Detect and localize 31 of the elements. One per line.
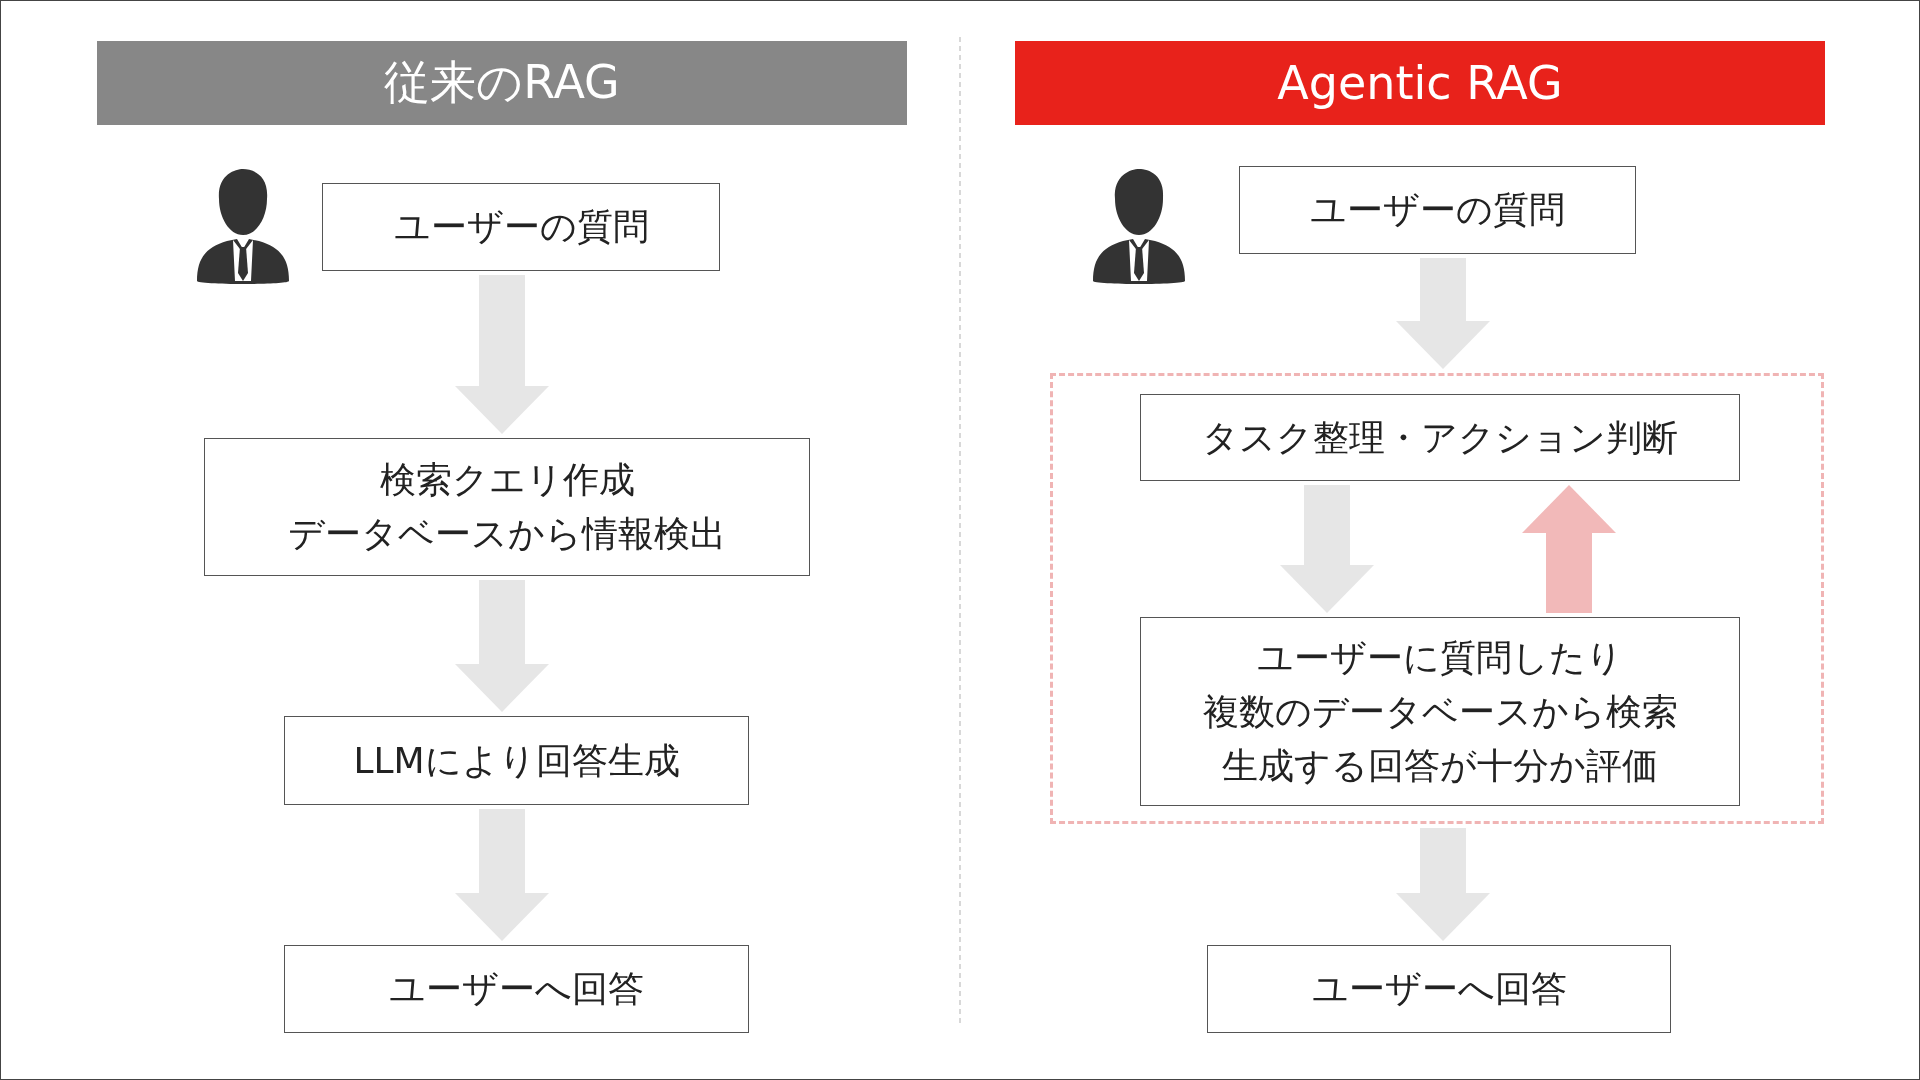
step-label: 生成する回答が十分か評価	[1222, 743, 1658, 788]
header-title: Agentic RAG	[1277, 56, 1563, 110]
step-label: ユーザーの質問	[393, 205, 649, 249]
dashed-group-box	[1050, 373, 1824, 824]
header-title: 従来のRAG	[384, 54, 620, 111]
block-arrow	[1396, 258, 1490, 369]
block-arrow	[455, 809, 549, 941]
block-arrow	[1522, 485, 1616, 613]
process-box	[1140, 617, 1740, 806]
step-label: タスク整理・アクション判断	[1202, 415, 1678, 460]
step-label: ユーザーへ回答	[1311, 967, 1567, 1011]
process-box	[1239, 166, 1636, 254]
header-band	[97, 41, 907, 125]
block-arrow	[1396, 828, 1490, 941]
block-arrow	[455, 580, 549, 712]
process-box	[322, 183, 720, 271]
block-arrow	[1280, 485, 1374, 613]
process-box	[284, 716, 749, 805]
step-label: ユーザーに質問したり	[1257, 635, 1623, 680]
process-box	[204, 438, 810, 576]
step-label: ユーザーへ回答	[389, 967, 644, 1011]
block-arrow	[455, 275, 549, 434]
header-band	[1015, 41, 1825, 125]
step-label: 複数のデータベースから検索	[1202, 689, 1678, 734]
process-box	[284, 945, 749, 1033]
step-label: LLMにより回答生成	[353, 738, 680, 783]
process-box	[1140, 394, 1740, 481]
process-box	[1207, 945, 1671, 1033]
step-label: ユーザーの質問	[1310, 188, 1565, 232]
step-label: データベースから情報検出	[288, 512, 726, 556]
step-label: 検索クエリ作成	[379, 458, 635, 502]
